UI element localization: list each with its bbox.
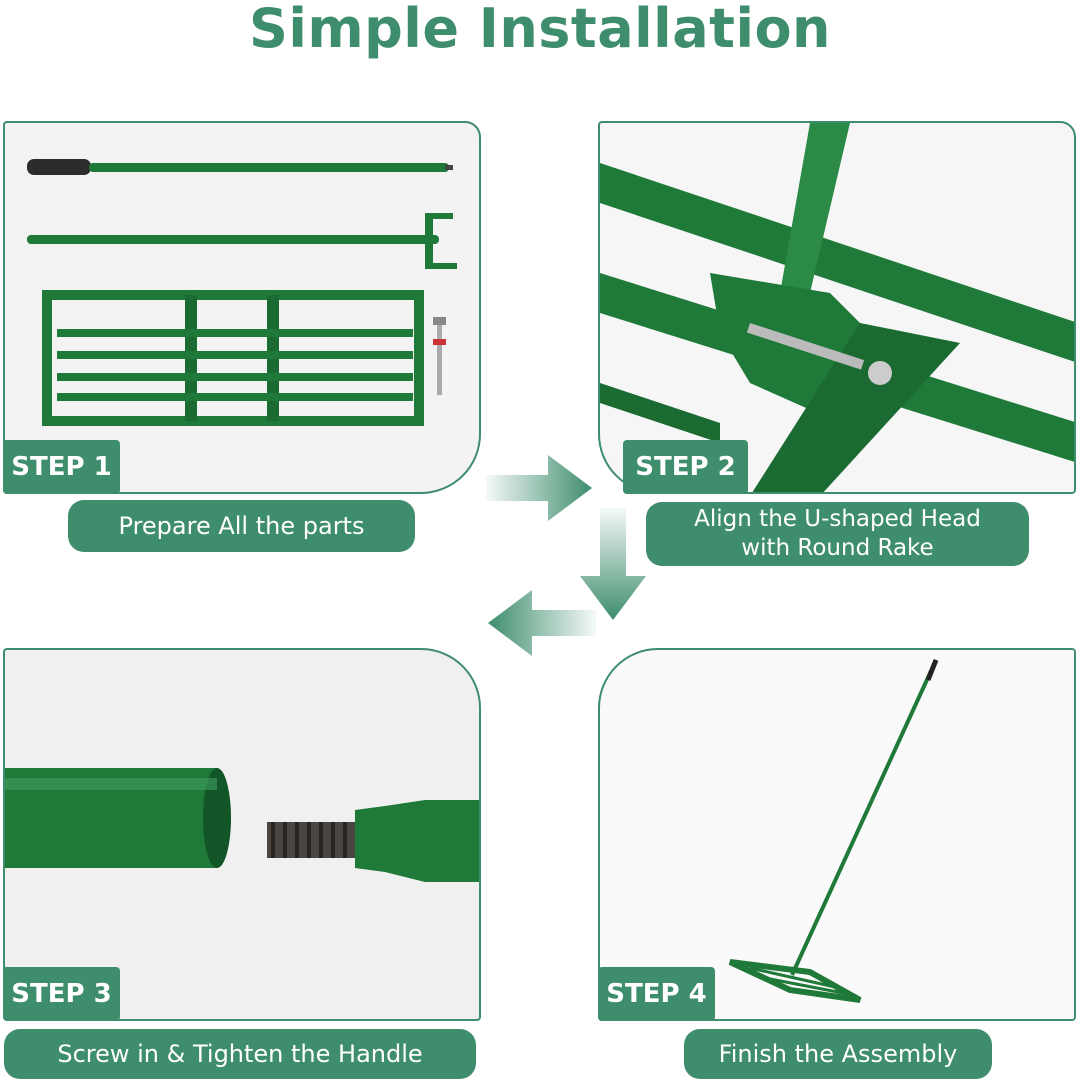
step-4-tag: STEP 4 (598, 967, 715, 1021)
step-4-image-panel (598, 648, 1076, 1021)
bolt-icon (437, 317, 442, 395)
step-1-image-panel (3, 121, 481, 494)
handle-pole (89, 163, 449, 172)
assembled-rake-illustration (728, 659, 939, 1003)
step-3-image-panel (3, 648, 481, 1021)
arrow-left-icon (488, 590, 596, 656)
step-3-tag: STEP 3 (3, 967, 120, 1021)
step-1-tag: STEP 1 (3, 440, 120, 494)
grip-icon (27, 159, 91, 175)
rake-frame (42, 290, 424, 426)
handle-pole (790, 659, 938, 976)
nut-icon (868, 361, 892, 385)
page-title: Simple Installation (248, 0, 831, 60)
step-2-image-panel (598, 121, 1076, 494)
handle-end (355, 800, 479, 882)
arrow-down-icon (580, 508, 646, 620)
u-head-illustration (600, 123, 1074, 492)
parts-illustration (27, 159, 457, 426)
arrow-right-icon (486, 455, 592, 521)
step-3-caption: Screw in & Tighten the Handle (4, 1029, 476, 1079)
threaded-screw-icon (267, 822, 359, 858)
step-2-tag: STEP 2 (623, 440, 748, 494)
step-4-caption: Finish the Assembly (684, 1029, 992, 1079)
lower-pole (27, 235, 439, 244)
u-head (425, 213, 457, 269)
rake-frame (728, 959, 862, 1003)
handle-pole (780, 123, 850, 293)
step-2-caption: Align the U-shaped Head with Round Rake (646, 502, 1029, 566)
screw-illustration (5, 768, 479, 882)
bolt-icon (746, 323, 865, 370)
step-1-caption: Prepare All the parts (68, 500, 415, 552)
